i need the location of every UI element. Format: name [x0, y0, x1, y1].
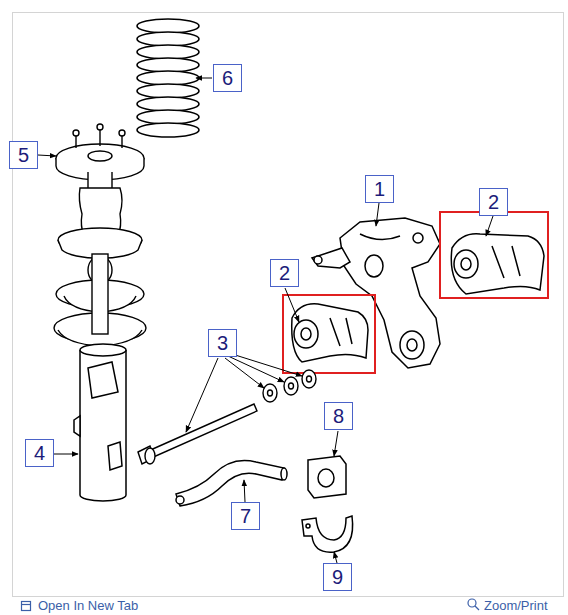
toolbar-link: Open In New Tab [38, 598, 138, 614]
spring-coil [137, 19, 199, 33]
callout-number: 9 [332, 566, 343, 588]
callout-number: 3 [217, 332, 228, 354]
callout-box: 7 [231, 502, 260, 530]
highlight-box [440, 212, 548, 298]
toolbar-link: Zoom/Print [484, 598, 548, 614]
callout-box: 1 [365, 175, 394, 203]
highlight-box [283, 295, 375, 373]
picture-frame [13, 13, 564, 597]
leader-line [38, 78, 493, 563]
spring-coil [137, 123, 199, 137]
bushing-bracket [302, 516, 353, 552]
callout-box: 3 [208, 329, 237, 357]
stabilizer-bar [176, 461, 287, 507]
callout-number: 5 [18, 144, 29, 166]
spring-coil [137, 97, 199, 111]
strut-mount [56, 124, 144, 190]
callout-box: 5 [9, 141, 38, 169]
link-bolt [138, 370, 316, 464]
callout-box: 4 [25, 439, 54, 467]
callout-box: 6 [213, 64, 242, 92]
spring-coil [137, 110, 199, 124]
callout-box: 2 [270, 259, 299, 287]
callout-number: 8 [333, 405, 344, 427]
callout-number: 4 [34, 442, 45, 464]
spring-coil [137, 45, 199, 59]
spring-coil [137, 58, 199, 72]
callout-number: 2 [279, 262, 290, 284]
strut-body [74, 344, 126, 501]
callout-number: 2 [488, 191, 499, 213]
callout-box: 8 [324, 402, 353, 430]
callout-number: 6 [222, 67, 233, 89]
callout-number: 7 [240, 505, 251, 527]
callout-box: 9 [323, 563, 352, 591]
spring-coil [137, 71, 199, 85]
spring-coil [137, 32, 199, 46]
strut-upper-parts [54, 188, 146, 346]
callout-box: 2 [479, 188, 508, 216]
bar-bushing [308, 456, 346, 498]
coil-spring [137, 19, 199, 137]
spring-coil [137, 84, 199, 98]
callout-number: 1 [374, 178, 385, 200]
